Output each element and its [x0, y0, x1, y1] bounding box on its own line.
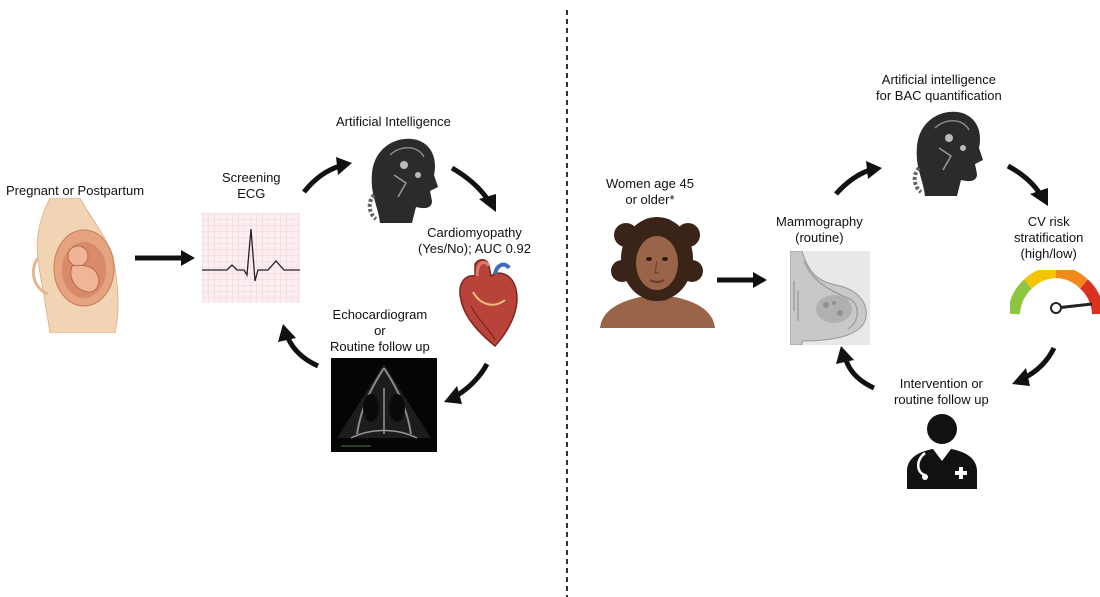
arrow-intervention-to-mammography	[0, 0, 1100, 597]
